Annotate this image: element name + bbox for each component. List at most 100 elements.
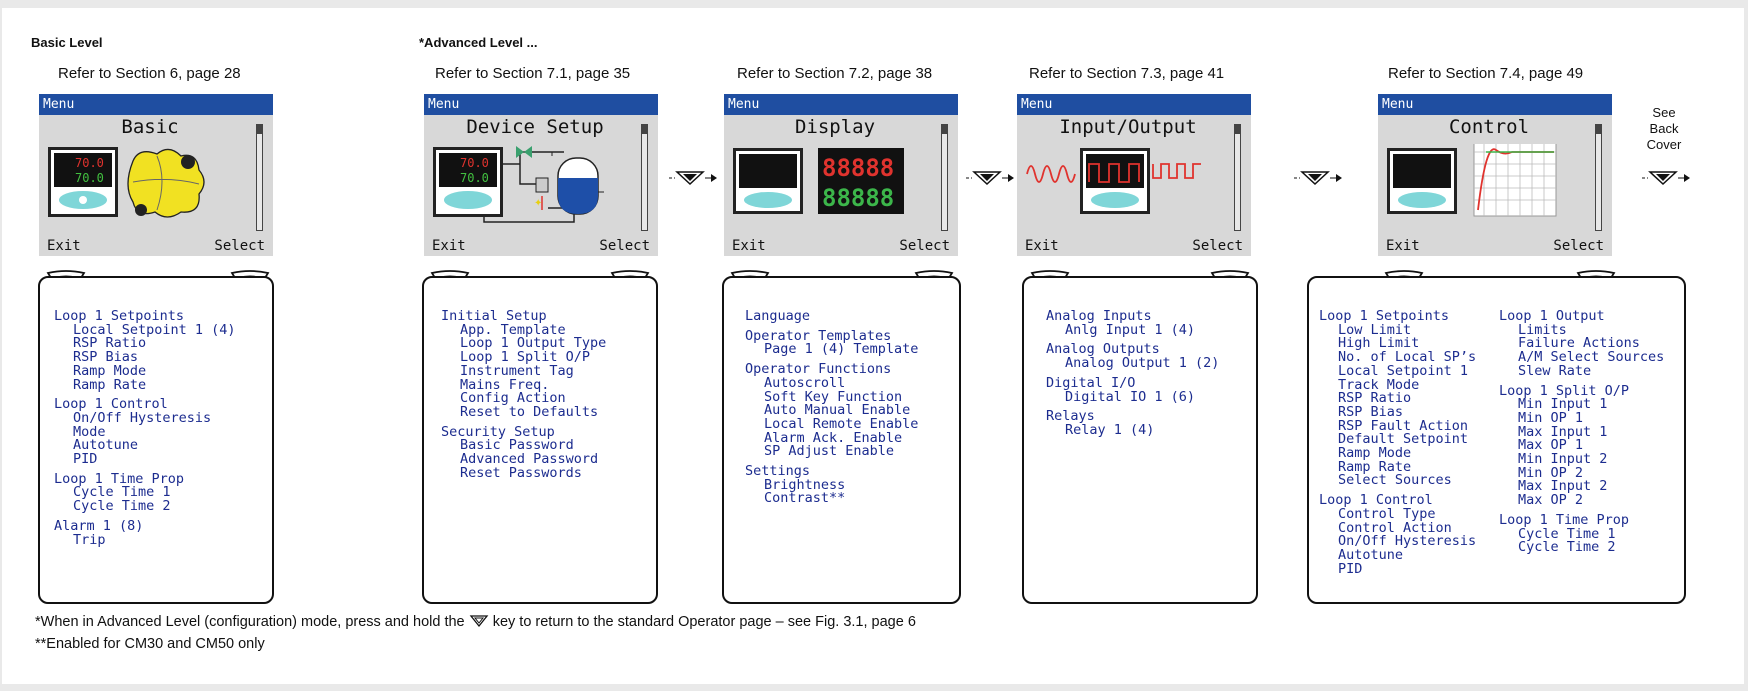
menu-item[interactable]: Cycle Time 2: [73, 498, 171, 515]
controller-tank-icon: 70.0 70.0 ✦: [424, 144, 646, 239]
menu-item[interactable]: Ramp Rate: [1338, 458, 1412, 475]
red-digits: 88888: [822, 154, 894, 182]
menu-section-heading: Initial Setup: [441, 308, 547, 324]
svg-text:✦: ✦: [534, 198, 542, 209]
controller-digits-icon: 88888 88888: [724, 144, 946, 239]
menu-item[interactable]: Min OP 1: [1518, 409, 1584, 426]
menu-item[interactable]: Reset Passwords: [460, 464, 582, 481]
screen-title: Control: [1448, 116, 1530, 138]
next-key-arrow-icon: [1294, 168, 1342, 193]
footnote-cm30-cm50: **Enabled for CM30 and CM50 only: [35, 636, 265, 652]
menu-item[interactable]: Ramp Mode: [73, 362, 147, 379]
menu-item[interactable]: On/Off Hysteresis: [1338, 533, 1477, 550]
menu-item[interactable]: Low Limit: [1338, 321, 1412, 338]
menu-item[interactable]: Alarm Ack. Enable: [764, 429, 903, 446]
menu-item[interactable]: Autotune: [73, 437, 139, 454]
menu-item[interactable]: App. Template: [460, 321, 566, 338]
menu-item[interactable]: PID: [1338, 560, 1363, 577]
menu-item[interactable]: Select Sources: [1338, 472, 1452, 489]
menu-item[interactable]: Ramp Rate: [73, 376, 147, 393]
menu-item[interactable]: Min OP 2: [1518, 464, 1584, 481]
section-ref-basic: Refer to Section 6, page 28: [58, 65, 241, 82]
screen-title: Input/Output: [1059, 116, 1197, 138]
menu-item[interactable]: Reset to Defaults: [460, 403, 599, 420]
menu-item[interactable]: Max Input 1: [1518, 423, 1608, 440]
sp-readout: 70.0: [75, 171, 104, 185]
menu-item[interactable]: Max OP 2: [1518, 492, 1584, 509]
screen-title: Basic: [121, 116, 179, 138]
menu-item[interactable]: Control Action: [1338, 519, 1452, 536]
menu-item[interactable]: RSP Bias: [1338, 403, 1404, 420]
menu-item[interactable]: Max OP 1: [1518, 437, 1584, 454]
menu-item[interactable]: Cycle Time 1: [1518, 525, 1616, 542]
menu-item[interactable]: Control Type: [1338, 505, 1436, 522]
menu-item[interactable]: Soft Key Function: [764, 388, 903, 405]
exit-softkey-label: Exit: [732, 238, 766, 254]
see-back-cover-note: See Back Cover: [1641, 105, 1687, 153]
scrollbar: [256, 124, 263, 231]
section-ref-control: Refer to Section 7.4, page 49: [1388, 65, 1584, 82]
menu-item[interactable]: RSP Ratio: [73, 335, 147, 352]
menu-item[interactable]: Local Setpoint 1: [1338, 362, 1469, 379]
menu-item[interactable]: Loop 1 Output Type: [460, 335, 607, 352]
menu-item[interactable]: Anlg Input 1 (4): [1065, 321, 1196, 338]
menu-item[interactable]: Min Input 2: [1518, 451, 1608, 468]
menu-item[interactable]: RSP Bias: [73, 349, 139, 366]
menu-item[interactable]: Contrast**: [764, 490, 846, 507]
menu-section-heading: Analog Outputs: [1046, 341, 1160, 358]
lcd-screen-basic: Menu Basic 70.0 70.0 Exit Select: [39, 94, 273, 256]
menu-item[interactable]: Relay 1 (4): [1065, 421, 1155, 438]
menu-item[interactable]: Cycle Time 1: [73, 484, 171, 501]
menu-item[interactable]: Advanced Password: [460, 451, 599, 468]
menu-item[interactable]: Config Action: [460, 390, 566, 407]
menu-item[interactable]: Mode: [73, 423, 106, 440]
menu-item[interactable]: Max Input 2: [1518, 478, 1608, 495]
menu-item[interactable]: Default Setpoint: [1338, 431, 1469, 448]
menu-item[interactable]: RSP Fault Action: [1338, 417, 1469, 434]
section-ref-display: Refer to Section 7.2, page 38: [737, 65, 933, 82]
menu-item[interactable]: Min Input 1: [1518, 396, 1608, 413]
menu-item[interactable]: Autotune: [1338, 546, 1404, 563]
next-key-arrow-icon: [669, 168, 717, 193]
menu-item[interactable]: Limits: [1518, 321, 1567, 338]
menu-item[interactable]: Loop 1 Split O/P: [460, 349, 591, 366]
section-ref-input-output: Refer to Section 7.3, page 41: [1029, 65, 1225, 82]
scrollbar: [1595, 124, 1602, 231]
menu-item[interactable]: Basic Password: [460, 437, 574, 454]
menu-item[interactable]: Failure Actions: [1518, 335, 1640, 352]
menu-item[interactable]: High Limit: [1338, 335, 1420, 352]
menu-item[interactable]: Analog Output 1 (2): [1065, 355, 1220, 372]
menu-item[interactable]: Instrument Tag: [460, 362, 574, 379]
menu-section-heading: Security Setup: [441, 423, 555, 440]
menu-bar: Menu: [1378, 94, 1612, 115]
menu-item[interactable]: Digital IO 1 (6): [1065, 388, 1196, 405]
menu-item[interactable]: Page 1 (4) Template: [764, 341, 919, 358]
menu-item[interactable]: RSP Ratio: [1338, 390, 1412, 407]
menu-item[interactable]: Track Mode: [1338, 376, 1420, 393]
menu-item[interactable]: Brightness: [764, 476, 846, 493]
menu-item[interactable]: Slew Rate: [1518, 362, 1592, 379]
menu-item[interactable]: Trip: [73, 531, 106, 548]
menu-section-heading: Loop 1 Control: [1319, 492, 1433, 509]
exit-softkey-label: Exit: [1386, 238, 1420, 254]
menu-item[interactable]: Ramp Mode: [1338, 445, 1412, 462]
menu-item[interactable]: On/Off Hysteresis: [73, 409, 212, 426]
menu-item[interactable]: Local Setpoint 1 (4): [73, 321, 236, 338]
menu-item[interactable]: Autoscroll: [764, 374, 846, 391]
menu-item[interactable]: PID: [73, 451, 98, 468]
menu-section-heading: Language: [745, 308, 811, 324]
menu-item[interactable]: A/M Select Sources: [1518, 349, 1665, 366]
menu-item[interactable]: SP Adjust Enable: [764, 443, 895, 460]
menu-item[interactable]: Cycle Time 2: [1518, 539, 1616, 556]
menu-item[interactable]: Auto Manual Enable: [764, 402, 911, 419]
menu-item[interactable]: Local Remote Enable: [764, 415, 919, 432]
menu-item[interactable]: Mains Freq.: [460, 376, 550, 393]
menu-item[interactable]: No. of Local SP’s: [1338, 349, 1477, 366]
lcd-screen-input-output: Menu Input/Output Exit Select: [1017, 94, 1251, 256]
exit-softkey-label: Exit: [1025, 238, 1059, 254]
menu-section-heading: Loop 1 Output: [1499, 308, 1605, 324]
